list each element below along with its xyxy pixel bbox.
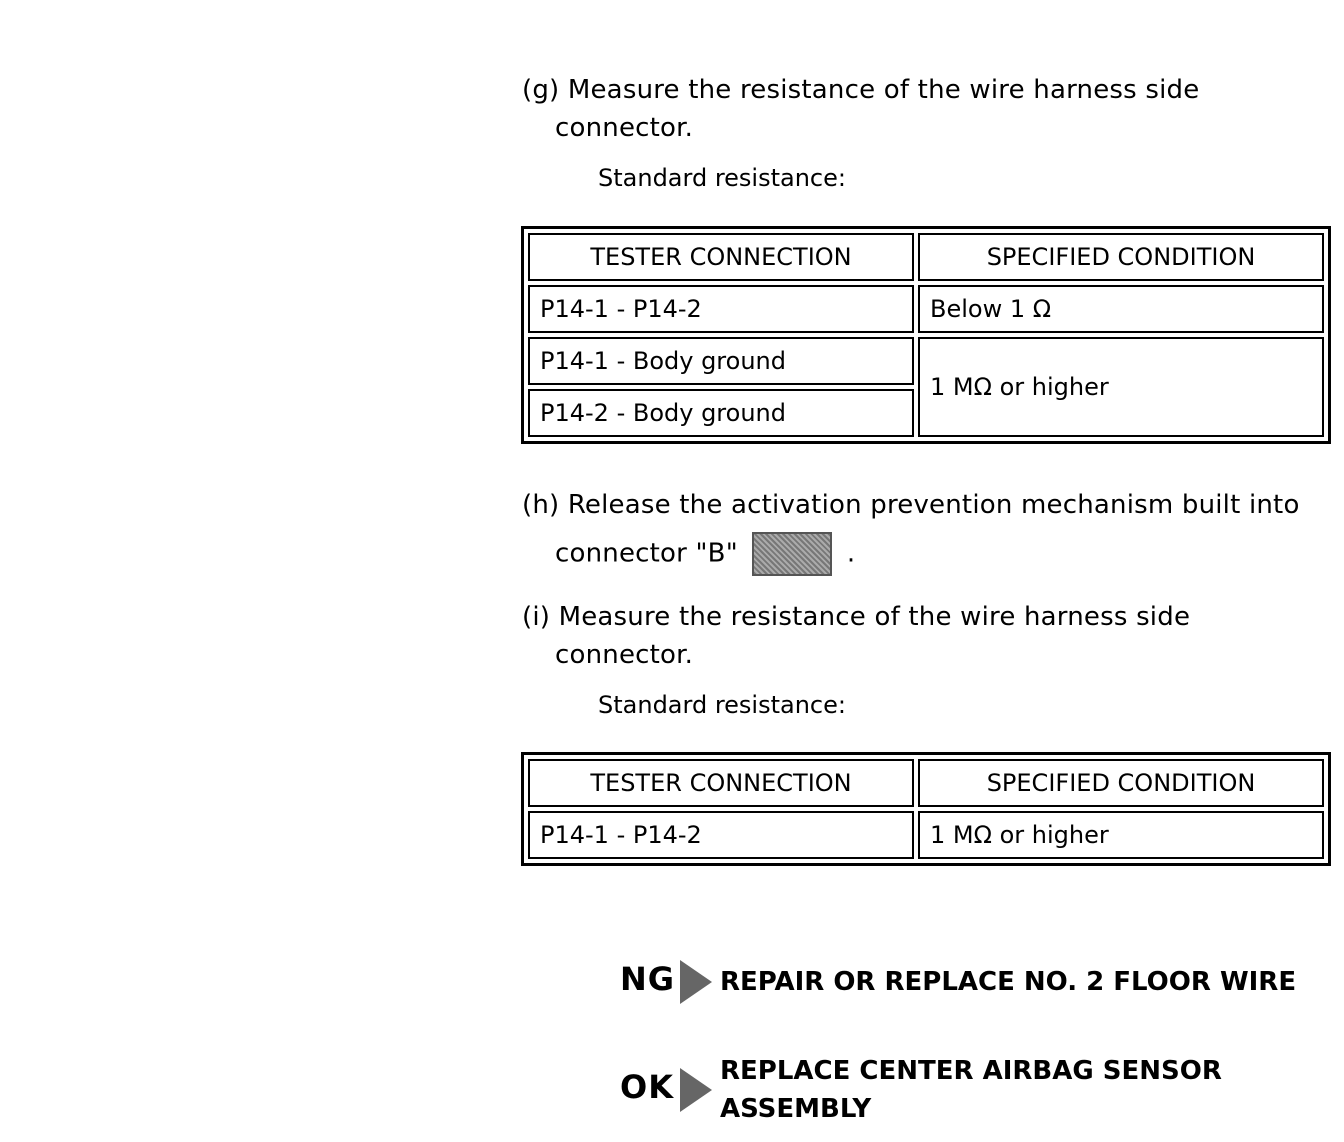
table-cell: P14-1 - P14-2: [528, 285, 914, 333]
step-i-line1: (i) Measure the resistance of the wire h…: [522, 602, 1191, 632]
table-row: P14-1 - P14-2 1 MΩ or higher: [528, 811, 1324, 859]
ng-label: NG: [620, 960, 676, 998]
ok-label: OK: [620, 1068, 674, 1106]
step-h: (h) Release the activation prevention me…: [522, 486, 1300, 576]
ng-arrow-icon[interactable]: [680, 960, 712, 1004]
step-g: (g) Measure the resistance of the wire h…: [522, 71, 1199, 147]
table-row: P14-2 - Body ground: [528, 389, 1324, 437]
table-header-row: TESTER CONNECTION SPECIFIED CONDITION: [528, 759, 1324, 807]
resistance-table-1: TESTER CONNECTION SPECIFIED CONDITION P1…: [521, 226, 1331, 444]
step-g-line1: (g) Measure the resistance of the wire h…: [522, 75, 1200, 105]
table-header-cell: TESTER CONNECTION: [528, 759, 914, 807]
table-cell: P14-1 - Body ground: [528, 337, 914, 385]
table-row: P14-1 - Body ground 1 MΩ or higher: [528, 337, 1324, 437]
connector-b-image-icon[interactable]: [752, 532, 833, 576]
table-cell: P14-2 - Body ground: [528, 389, 914, 437]
table-cell: Below 1 Ω: [918, 285, 1324, 333]
table-header-cell: SPECIFIED CONDITION: [918, 759, 1324, 807]
table-header-row: TESTER CONNECTION SPECIFIED CONDITION: [528, 233, 1324, 281]
table-cell: 1 MΩ or higher: [918, 337, 1324, 437]
standard-resistance-label-2: Standard resistance:: [598, 691, 846, 719]
table-cell: P14-1 - P14-2: [528, 811, 914, 859]
table-cell: 1 MΩ or higher: [918, 811, 1324, 859]
step-h-line2-wrap: connector "B" .: [522, 532, 1300, 576]
ok-result-line1: REPLACE CENTER AIRBAG SENSOR: [720, 1056, 1222, 1086]
step-g-line2: connector.: [555, 113, 694, 143]
table-row: P14-1 - P14-2 Below 1 Ω: [528, 285, 1324, 333]
step-i: (i) Measure the resistance of the wire h…: [522, 598, 1190, 674]
step-h-line1: (h) Release the activation prevention me…: [522, 490, 1300, 520]
ng-result-text: REPAIR OR REPLACE NO. 2 FLOOR WIRE: [720, 967, 1297, 997]
table-header-cell: SPECIFIED CONDITION: [918, 233, 1324, 281]
resistance-table-2: TESTER CONNECTION SPECIFIED CONDITION P1…: [521, 752, 1331, 866]
step-h-line2: connector "B": [555, 538, 738, 569]
ok-result-line2: ASSEMBLY: [720, 1094, 872, 1124]
ok-arrow-icon[interactable]: [680, 1068, 712, 1112]
step-i-line2: connector.: [555, 640, 694, 670]
table-header-cell: TESTER CONNECTION: [528, 233, 914, 281]
step-h-end: .: [846, 538, 856, 569]
standard-resistance-label-1: Standard resistance:: [598, 164, 846, 192]
